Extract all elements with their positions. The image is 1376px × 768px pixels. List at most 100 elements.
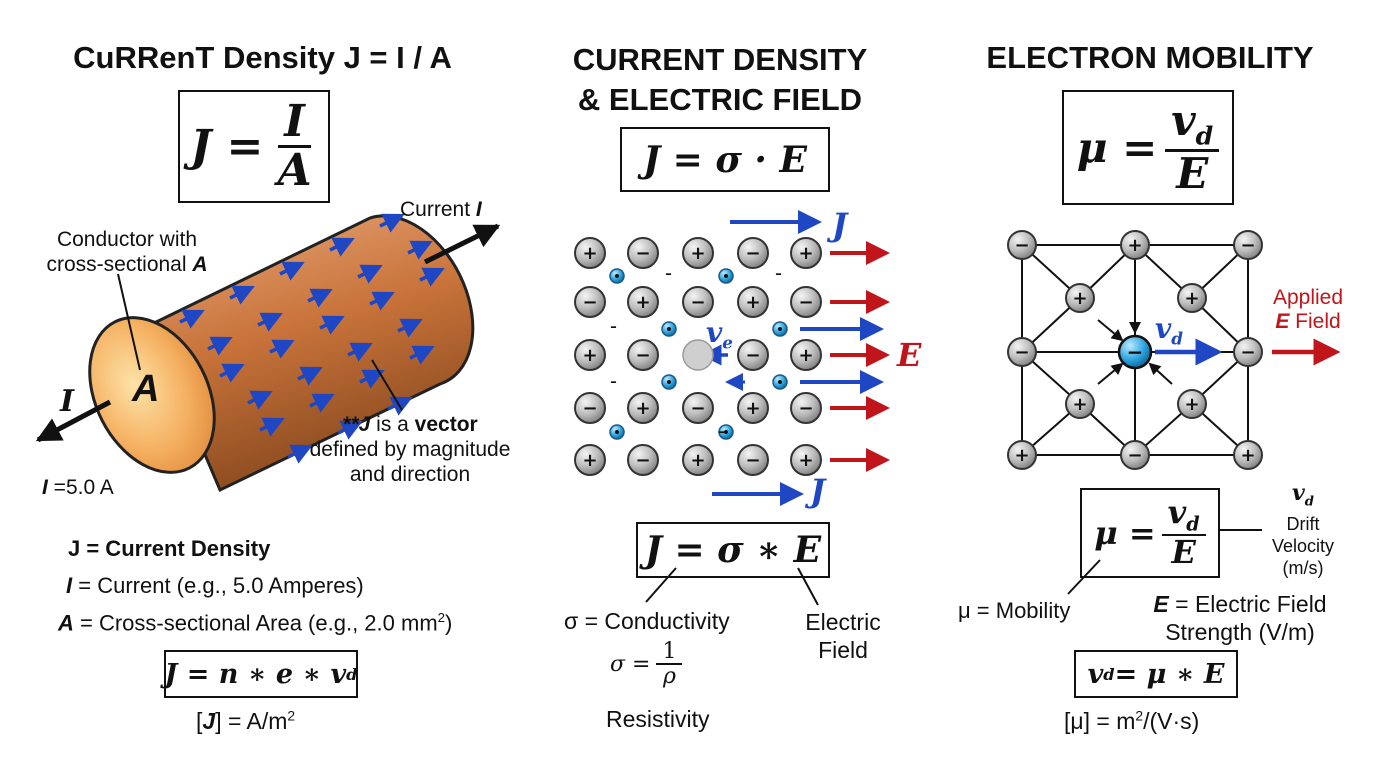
scattering-arrow bbox=[1097, 362, 1124, 385]
current-vector-arrow bbox=[229, 285, 255, 305]
svg-text:+: + bbox=[1240, 445, 1255, 466]
panel3-unit: [μ] = m2/(V·s) bbox=[1064, 708, 1199, 735]
current-arrow-in bbox=[35, 399, 112, 443]
positive-ion: + bbox=[1007, 440, 1037, 470]
panel3-formula3-v: v bbox=[1087, 658, 1104, 690]
positive-ion: + bbox=[627, 286, 659, 318]
panel1-title: CuRRenT Density J = I / A bbox=[73, 40, 452, 75]
current-vector-arrow bbox=[259, 417, 285, 437]
sigma-label: σ = Conductivity bbox=[564, 608, 730, 634]
drift-velocity-label: vd Drift Velocity (m/s) bbox=[1258, 482, 1348, 579]
applied-line2: Field bbox=[1289, 310, 1341, 333]
vector-note-prefix: **J bbox=[342, 413, 371, 436]
current-vector-arrow bbox=[307, 288, 333, 308]
i-arrow-label: I bbox=[60, 384, 75, 419]
current-arrow-out bbox=[423, 223, 501, 265]
positive-ion: + bbox=[574, 237, 606, 269]
current-vector-arrow bbox=[247, 390, 273, 410]
end-face-letter: A bbox=[132, 368, 160, 410]
moving-electron bbox=[682, 339, 714, 371]
panel3-formula-den: E bbox=[1176, 148, 1209, 198]
panel3-title: ELECTRON MOBILITY bbox=[986, 40, 1314, 75]
current-vector-arrow bbox=[279, 261, 305, 281]
svg-text:−: − bbox=[798, 292, 813, 313]
efs-var: E bbox=[1153, 591, 1169, 617]
drifting-electron: − bbox=[1117, 334, 1153, 370]
efield-line1: Electric bbox=[805, 609, 881, 635]
vd-label-sub: d bbox=[1171, 328, 1184, 349]
svg-text:−: − bbox=[1014, 235, 1029, 256]
efs-line1: = Electric Field bbox=[1168, 591, 1327, 617]
current-label-var: I bbox=[475, 198, 482, 221]
svg-text:+: + bbox=[690, 243, 705, 264]
svg-text:+: + bbox=[798, 345, 813, 366]
panel1-formula-den: A bbox=[277, 145, 312, 196]
drift-line1: Drift bbox=[1286, 514, 1320, 535]
panel3-fraction: vd E bbox=[1165, 98, 1220, 198]
vd-label: vd bbox=[1155, 312, 1183, 349]
negative-ion: − bbox=[1233, 337, 1263, 367]
current-arrows bbox=[179, 213, 445, 464]
positive-ion: + bbox=[737, 392, 769, 424]
panel1-formula2-sub: d bbox=[346, 664, 358, 684]
current-vector-arrow bbox=[347, 342, 373, 362]
svg-text:−: − bbox=[745, 450, 760, 471]
vector-note-leader-line bbox=[371, 359, 403, 411]
positive-ion: + bbox=[682, 444, 714, 476]
lattice-ions: −+−++−−+++−+− bbox=[1007, 230, 1341, 470]
positive-ion: + bbox=[1120, 230, 1150, 260]
def-area-close: ) bbox=[445, 610, 453, 636]
svg-text:+: + bbox=[582, 345, 597, 366]
panel1-formula-box: J = I A bbox=[178, 90, 330, 203]
negative-ion: − bbox=[682, 392, 714, 424]
svg-text:−: − bbox=[745, 345, 760, 366]
svg-text:−: − bbox=[1240, 342, 1255, 363]
negative-ion: − bbox=[737, 339, 769, 371]
panel2-title: CURRENT DENSITY & ELECTRIC FIELD bbox=[540, 40, 900, 120]
negative-ion: − bbox=[1233, 230, 1263, 260]
vector-note: **J is a vector defined by magnitude and… bbox=[290, 412, 530, 487]
efield-line2: Field bbox=[818, 637, 868, 663]
applied-var: E bbox=[1275, 310, 1290, 333]
svg-text:+: + bbox=[582, 243, 597, 264]
j-label-bottom: J bbox=[810, 472, 826, 510]
conductor-label-line2: cross-sectional bbox=[46, 253, 193, 276]
def-area: A = Cross-sectional Area (e.g., 2.0 mm2) bbox=[58, 610, 452, 636]
panel3-formula3-rest: = μ ∗ E bbox=[1114, 658, 1225, 690]
positive-ion: + bbox=[627, 392, 659, 424]
panel1-formula2: J = n ∗ e ∗ v bbox=[164, 658, 347, 690]
svg-text:+: + bbox=[582, 450, 597, 471]
current-vector-arrow bbox=[379, 213, 405, 233]
positive-ion: + bbox=[1065, 283, 1095, 313]
ve-label: ve bbox=[706, 316, 733, 353]
positive-ion: + bbox=[790, 444, 822, 476]
sigma-eq-lhs: σ = bbox=[610, 651, 651, 677]
ve-label-sub: e bbox=[722, 332, 733, 353]
panel3-unit-sup: 2 bbox=[1135, 708, 1144, 724]
drift-line2: Velocity bbox=[1271, 536, 1335, 557]
negative-ion: − bbox=[737, 237, 769, 269]
current-vector-arrow bbox=[359, 369, 385, 389]
conductor-label: Conductor with cross-sectional A bbox=[22, 227, 232, 277]
panel2-formula-box: J = σ · E bbox=[620, 127, 830, 192]
current-vector-arrow bbox=[369, 291, 395, 311]
current-vector-arrow bbox=[207, 336, 233, 356]
def-area-var: A bbox=[58, 610, 74, 636]
svg-text:−: − bbox=[635, 450, 650, 471]
panel3-formula2-num: vd bbox=[1161, 492, 1206, 537]
current-value-var: I bbox=[42, 476, 48, 499]
panel3-formula2-num-v: v bbox=[1167, 492, 1187, 531]
positive-ion: + bbox=[790, 339, 822, 371]
panel2-title-line1: CURRENT DENSITY bbox=[572, 42, 868, 77]
negative-ion: − bbox=[790, 392, 822, 424]
conductor-label-var: A bbox=[192, 253, 208, 276]
current-vector-arrow bbox=[287, 444, 313, 464]
j-label-top: J bbox=[832, 206, 848, 244]
negative-ion: − bbox=[574, 392, 606, 424]
negative-ion: − bbox=[682, 286, 714, 318]
svg-text:−: − bbox=[745, 243, 760, 264]
panel1-fraction: I A bbox=[271, 98, 317, 196]
